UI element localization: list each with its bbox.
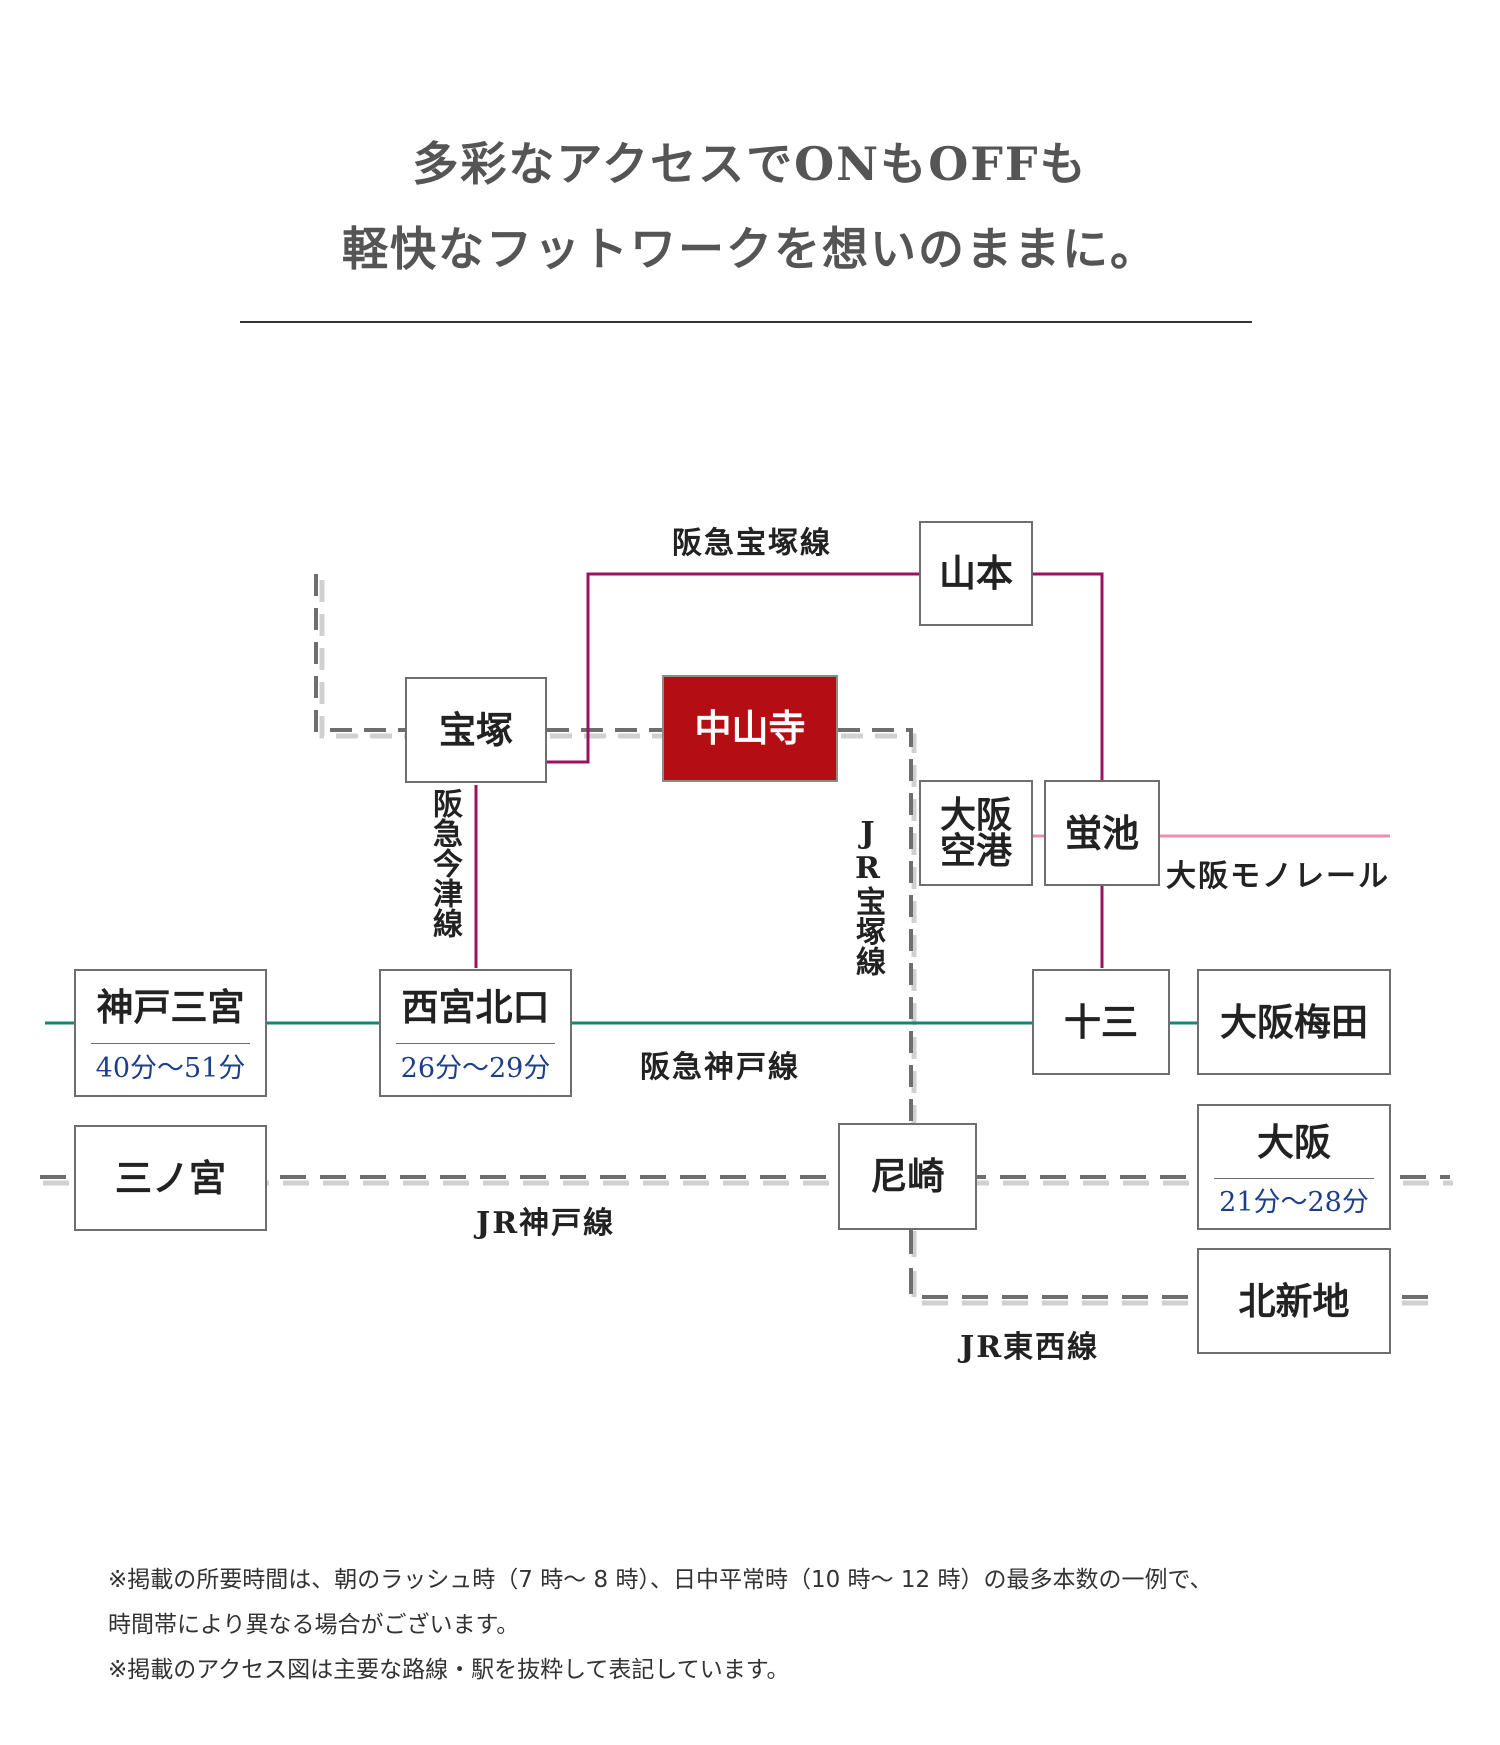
- station-divider: [91, 1043, 250, 1044]
- station-takarazuka: 宝塚: [405, 677, 547, 783]
- label-jr-kobe-line: JR神戸線: [476, 1206, 616, 1241]
- travel-time: 21分～28分: [1219, 1187, 1369, 1219]
- station-divider: [396, 1043, 555, 1044]
- headline-line-2: 軽快なフットワークを想いのままに。: [342, 222, 1158, 276]
- station-sannomiya: 三ノ宮: [74, 1125, 267, 1231]
- station-amagasaki: 尼崎: [838, 1123, 977, 1230]
- station-kitashinchi: 北新地: [1197, 1248, 1391, 1354]
- hankyu-takarazuka-line: [545, 572, 1104, 968]
- label-hankyu-kobe-line: 阪急神戸線: [640, 1050, 800, 1085]
- jr-takarazuka-line-west: [314, 574, 406, 732]
- label-jr-takarazuka-line: JR宝塚線: [850, 816, 885, 976]
- label-jr-tozai-line: JR東西線: [960, 1330, 1100, 1365]
- station-name: 大阪: [1257, 1119, 1331, 1164]
- divider: [240, 321, 1252, 323]
- station-nishinomiya-kitaguchi: 西宮北口 26分～29分: [379, 969, 572, 1097]
- travel-time: 26分～29分: [400, 1053, 551, 1085]
- station-juso: 十三: [1032, 969, 1170, 1075]
- station-nakayamadera-current: 中山寺: [662, 675, 838, 782]
- jr-takarazuka-line-east-shadow: [841, 733, 917, 1128]
- label-hankyu-imazu-line: 阪急今津線: [427, 788, 462, 938]
- footnotes: ※掲載の所要時間は、朝のラッシュ時（7 時～ 8 時）、日中平常時（10 時～ …: [108, 1558, 1408, 1693]
- station-osaka: 大阪 21分～28分: [1197, 1104, 1391, 1230]
- jr-takarazuka-line-shadow: [319, 580, 409, 739]
- station-kobe-sannomiya: 神戸三宮 40分～51分: [74, 969, 267, 1097]
- jr-takarazuka-line-east: [838, 728, 913, 1125]
- label-osaka-monorail: 大阪モノレール: [1166, 859, 1390, 894]
- station-osaka-airport: 大阪空港: [919, 780, 1033, 886]
- station-name: 西宮北口: [401, 984, 550, 1029]
- hankyu-maroon-lines: [474, 572, 1104, 968]
- footnote-2: 時間帯により異なる場合がございます。: [108, 1612, 520, 1638]
- station-yamamoto: 山本: [919, 521, 1033, 626]
- label-hankyu-takarazuka-line: 阪急宝塚線: [672, 526, 832, 561]
- footnote-1: ※掲載の所要時間は、朝のラッシュ時（7 時～ 8 時）、日中平常時（10 時～ …: [108, 1567, 1213, 1593]
- station-osaka-umeda: 大阪梅田: [1197, 969, 1391, 1075]
- headline-line-1: 多彩なアクセスでONもOFFも: [412, 137, 1088, 191]
- station-name: 神戸三宮: [96, 984, 245, 1029]
- station-divider: [1214, 1178, 1374, 1179]
- footnote-3: ※掲載のアクセス図は主要な路線・駅を抜粋して表記しています。: [108, 1657, 790, 1683]
- station-hotarugaike: 蛍池: [1044, 780, 1160, 886]
- travel-time: 40分～51分: [95, 1053, 246, 1085]
